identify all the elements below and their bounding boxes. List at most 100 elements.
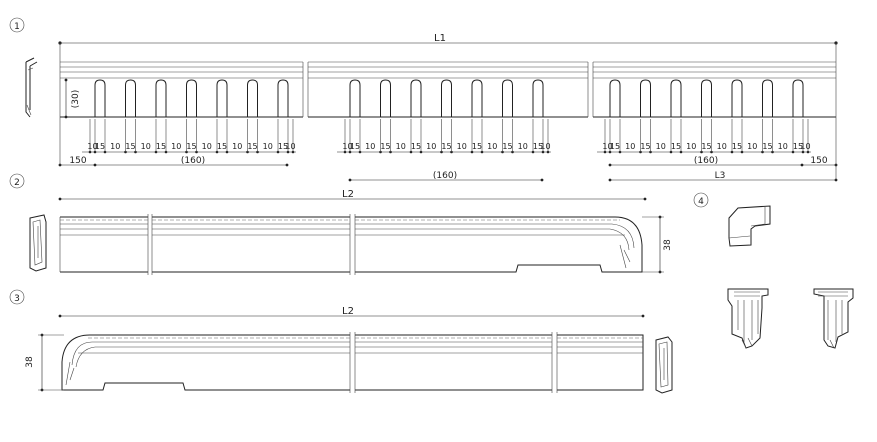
end-connector-left: [727, 288, 769, 349]
view3-height-label: 38: [25, 356, 35, 368]
slot-dim-label: 10: [365, 142, 375, 151]
slot: [125, 79, 136, 117]
slot-dim-label: 10: [396, 142, 406, 151]
slot-dim-label: 15: [156, 142, 166, 151]
slot: [277, 79, 289, 117]
slot: [731, 79, 743, 117]
slot: [532, 79, 544, 117]
section-marker-4: 4: [693, 192, 709, 208]
slot-dim-label: 10: [263, 142, 273, 151]
cover-bar-view2: L2 38: [58, 189, 673, 275]
slot: [380, 79, 391, 117]
slot: [441, 79, 452, 117]
slot: [640, 79, 651, 117]
group-160-left-label: (160): [181, 156, 205, 166]
slot: [349, 79, 361, 117]
group-160-middle-label: (160): [433, 171, 457, 181]
slot-dim-label: 10: [778, 142, 788, 151]
slot-dim-label: 15: [671, 142, 681, 151]
section-marker-1: 1: [9, 17, 25, 33]
slot-dim-label: 15: [247, 142, 257, 151]
slot-dim-label: 15: [125, 142, 135, 151]
group-dimensions: 150 (160) (160) (160) 150 L3: [58, 117, 838, 182]
l3-label: L3: [715, 171, 726, 181]
slot-dim-label: 10: [717, 142, 727, 151]
slot-dim-label: 15: [502, 142, 512, 151]
marker-1-label: 1: [14, 22, 20, 32]
slot-dim-label: 10: [747, 142, 757, 151]
slot-dim-label: 10: [602, 142, 612, 151]
slot-dim-label: 10: [285, 142, 295, 151]
slot-dim-label: 10: [202, 142, 212, 151]
slot: [670, 79, 682, 117]
view3-l2-label: L2: [342, 306, 354, 317]
slot-dim-label: 10: [540, 142, 550, 151]
slot: [609, 79, 621, 117]
slot-dim-label: 15: [701, 142, 711, 151]
end-connector-right: [813, 288, 854, 349]
height-30-label: (30): [71, 90, 81, 108]
slot-dim-label: 10: [110, 142, 120, 151]
slot-dim-label: 15: [95, 142, 105, 151]
cover-bar-view3: L2 38: [25, 306, 645, 393]
slot-dim-label: 15: [186, 142, 196, 151]
slot-dim-label: 10: [232, 142, 242, 151]
height-dimension-30: (30): [64, 78, 81, 119]
slot: [186, 79, 197, 117]
slot-dim-label: 10: [457, 142, 467, 151]
slot-dim-label: 15: [732, 142, 742, 151]
slot-dim-label: 10: [171, 142, 181, 151]
slot-dim-label: 10: [141, 142, 151, 151]
slot: [247, 79, 258, 117]
marker-2-label: 2: [14, 178, 20, 188]
slot: [792, 79, 804, 117]
slot: [701, 79, 712, 117]
slot-dim-label: 15: [380, 142, 390, 151]
group-160-right-label: (160): [694, 156, 718, 166]
overall-length-dimension-l1: L1: [58, 33, 838, 62]
slot-dim-label: 15: [472, 142, 482, 151]
slot: [410, 79, 422, 117]
slot-dim-label: 10: [426, 142, 436, 151]
slot-dim-label: 15: [441, 142, 451, 151]
slot-dim-label: 15: [610, 142, 620, 151]
elbow-connector: [728, 205, 771, 247]
slot-dim-label: 10: [800, 142, 810, 151]
slot-dim-label: 10: [87, 142, 97, 151]
slot-dim-label: 10: [342, 142, 352, 151]
slot-dim-label: 15: [640, 142, 650, 151]
view2-l2-label: L2: [342, 189, 354, 200]
slot-dim-label: 10: [625, 142, 635, 151]
end-cap-profile-view3: [655, 336, 673, 394]
l1-label: L1: [434, 33, 446, 44]
slot-dim-label: 15: [217, 142, 227, 151]
marker-3-label: 3: [14, 294, 20, 304]
slot-dim-label: 10: [686, 142, 696, 151]
marker-4-label: 4: [698, 197, 704, 207]
slot: [502, 79, 513, 117]
end-cap-profile-view2: [29, 214, 47, 272]
slot-dim-label: 15: [278, 142, 288, 151]
slot-dim-label: 15: [533, 142, 543, 151]
edge-150-left-label: 150: [69, 156, 86, 166]
slot-dim-label: 15: [411, 142, 421, 151]
slot-dim-label: 10: [487, 142, 497, 151]
slot: [155, 79, 167, 117]
slot-groups: [94, 79, 804, 117]
profile-section-view1: [25, 57, 38, 118]
slot-dim-label: 15: [793, 142, 803, 151]
slotted-bar-rails: [59, 61, 837, 118]
slot-dim-label: 15: [762, 142, 772, 151]
slot-dim-label: 15: [350, 142, 360, 151]
slot: [471, 79, 483, 117]
edge-150-right-label: 150: [810, 156, 827, 166]
slot-dim-label: 10: [518, 142, 528, 151]
section-marker-2: 2: [9, 173, 25, 189]
slot-dim-label: 10: [656, 142, 666, 151]
slot: [94, 79, 106, 117]
section-marker-3: 3: [9, 289, 25, 305]
slot: [216, 79, 228, 117]
